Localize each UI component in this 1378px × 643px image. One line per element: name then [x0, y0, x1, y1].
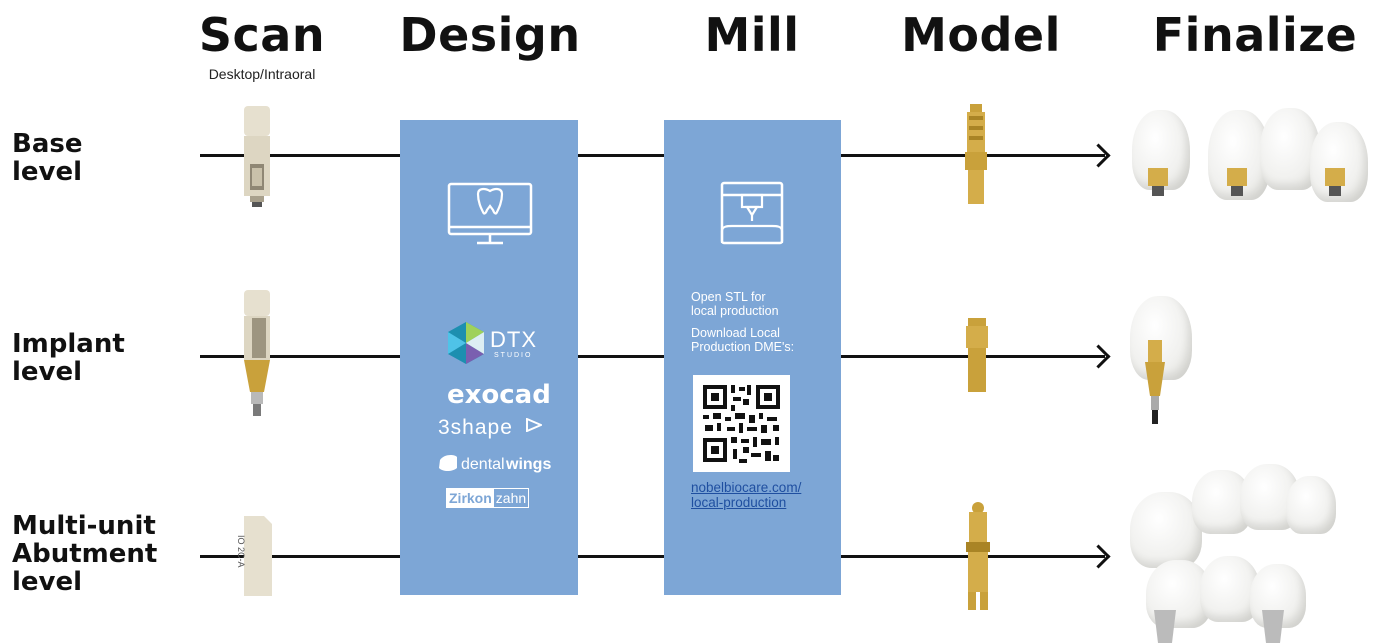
link-line[interactable]: local-production	[691, 495, 787, 510]
flow-line-implant	[200, 355, 1105, 358]
scan-body-multi-unit-icon	[244, 516, 272, 596]
flow-line-multi-unit	[200, 555, 1105, 558]
dental-wings-logo-2: wings	[506, 456, 552, 473]
row-label-multi-unit: Multi-unit Abutment level	[12, 512, 157, 596]
abutment-bridge-left-icon	[1227, 168, 1247, 196]
stage-title-finalize: Finalize	[1152, 8, 1358, 62]
row-label-implant: Implant level	[12, 330, 125, 386]
crown-bridge-multi-4	[1286, 476, 1336, 534]
scan-body-implant-icon	[244, 290, 270, 416]
scan-body-label: IO 2C-A	[236, 535, 246, 568]
exocad-logo: exocad	[447, 380, 551, 410]
download-text: Download Local Production DME's:	[691, 326, 794, 354]
model-analog-implant-icon	[966, 318, 988, 392]
qr-code-icon[interactable]	[693, 375, 790, 472]
row-label-line: level	[12, 357, 83, 387]
crown-bridge-multi-1	[1130, 492, 1202, 568]
abutment-base-icon	[1148, 168, 1168, 196]
arrowhead-icon	[1086, 143, 1111, 168]
model-analog-multi-unit-icon	[966, 502, 990, 610]
mill-text-line: Production DME's:	[691, 340, 795, 354]
model-analog-base-icon	[965, 104, 987, 204]
abutment-implant-icon	[1145, 340, 1165, 424]
abutment-bridge-right-icon	[1325, 168, 1345, 196]
row-label-line: Base	[12, 129, 83, 159]
abutment-multi-left-icon	[1154, 610, 1176, 643]
design-panel	[400, 120, 578, 595]
stage-title-scan: Scan	[198, 8, 326, 62]
mill-text-line: Download Local	[691, 326, 780, 340]
row-label-line: level	[12, 157, 83, 187]
dtx-logo-text: DTX	[490, 327, 537, 352]
nobelbiocare-link[interactable]: nobelbiocare.com/ local-production	[691, 480, 801, 510]
arrowhead-icon	[1086, 344, 1111, 369]
arrowhead-icon	[1086, 544, 1111, 569]
abutment-multi-right-icon	[1262, 610, 1284, 643]
dtx-logo-icon	[448, 322, 484, 364]
stage-title-design: Design	[399, 8, 581, 62]
zirkonzahn-logo: Zirkon zahn	[446, 488, 530, 508]
dental-wings-icon	[439, 455, 457, 471]
flow-line-base	[200, 154, 1105, 157]
row-label-line: Multi-unit	[12, 511, 156, 541]
3shape-triangle-icon	[526, 418, 542, 432]
dtx-logo-subtext: STUDIO	[494, 352, 533, 359]
dental-wings-logo-1: dental	[461, 456, 505, 473]
mill-panel	[664, 120, 841, 595]
printer-icon	[720, 181, 784, 245]
row-label-base: Base level	[12, 130, 82, 186]
row-label-line: Abutment	[12, 539, 158, 569]
stage-title-model: Model	[901, 8, 1061, 62]
row-label-line: Implant	[12, 329, 125, 359]
stage-title-mill: Mill	[704, 8, 800, 62]
zirkon-text: Zirkon	[447, 489, 494, 507]
mill-text-line: Open STL for	[691, 290, 766, 304]
stage-subtitle-scan: Desktop/Intraoral	[208, 66, 316, 82]
3shape-logo: 3shape	[438, 416, 513, 439]
row-label-line: level	[12, 567, 83, 597]
monitor-tooth-icon	[447, 182, 533, 245]
scan-body-base-icon	[244, 106, 270, 207]
link-line[interactable]: nobelbiocare.com/	[691, 480, 802, 495]
mill-text-line: local production	[691, 304, 779, 318]
open-stl-text: Open STL for local production	[691, 290, 779, 318]
zahn-text: zahn	[495, 490, 527, 506]
